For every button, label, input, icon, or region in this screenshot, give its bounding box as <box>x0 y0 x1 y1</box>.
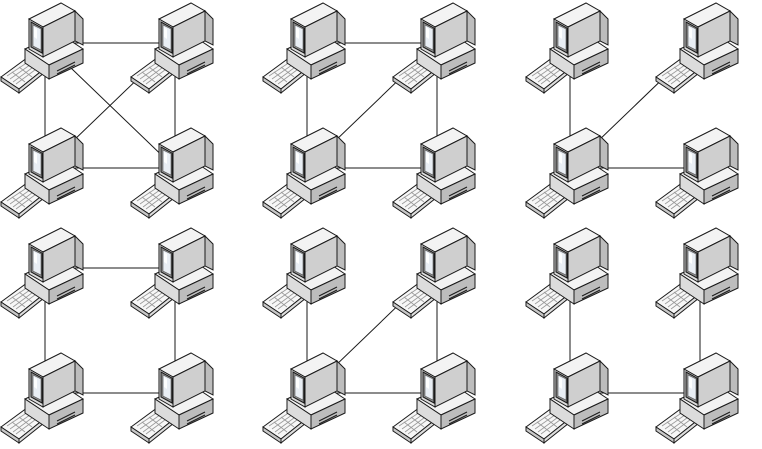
desktop-computer-icon <box>392 352 476 444</box>
desktop-computer-icon <box>130 352 214 444</box>
desktop-computer-icon <box>392 2 476 94</box>
desktop-computer-icon <box>0 227 84 319</box>
links-layer <box>44 42 701 394</box>
desktop-computer-icon <box>130 2 214 94</box>
desktop-computer-icon <box>392 127 476 219</box>
desktop-computer-icon <box>392 227 476 319</box>
desktop-computer-icon <box>262 227 346 319</box>
topology-t1-nodes <box>0 2 214 219</box>
desktop-computer-icon <box>655 227 739 319</box>
desktop-computer-icon <box>525 227 609 319</box>
nodes-layer <box>0 2 739 444</box>
desktop-computer-icon <box>262 352 346 444</box>
desktop-computer-icon <box>525 2 609 94</box>
topology-t2-nodes <box>262 2 476 219</box>
desktop-computer-icon <box>130 127 214 219</box>
desktop-computer-icon <box>262 127 346 219</box>
desktop-computer-icon <box>525 127 609 219</box>
topology-t5-nodes <box>262 227 476 444</box>
topology-t4-nodes <box>0 227 214 444</box>
desktop-computer-icon <box>525 352 609 444</box>
desktop-computer-icon <box>262 2 346 94</box>
desktop-computer-icon <box>655 127 739 219</box>
desktop-computer-icon <box>655 352 739 444</box>
topology-t6-nodes <box>525 227 739 444</box>
desktop-computer-icon <box>0 2 84 94</box>
desktop-computer-icon <box>655 2 739 94</box>
desktop-computer-icon <box>0 127 84 219</box>
desktop-computer-icon <box>0 352 84 444</box>
desktop-computer-icon <box>130 227 214 319</box>
topology-t3-nodes <box>525 2 739 219</box>
